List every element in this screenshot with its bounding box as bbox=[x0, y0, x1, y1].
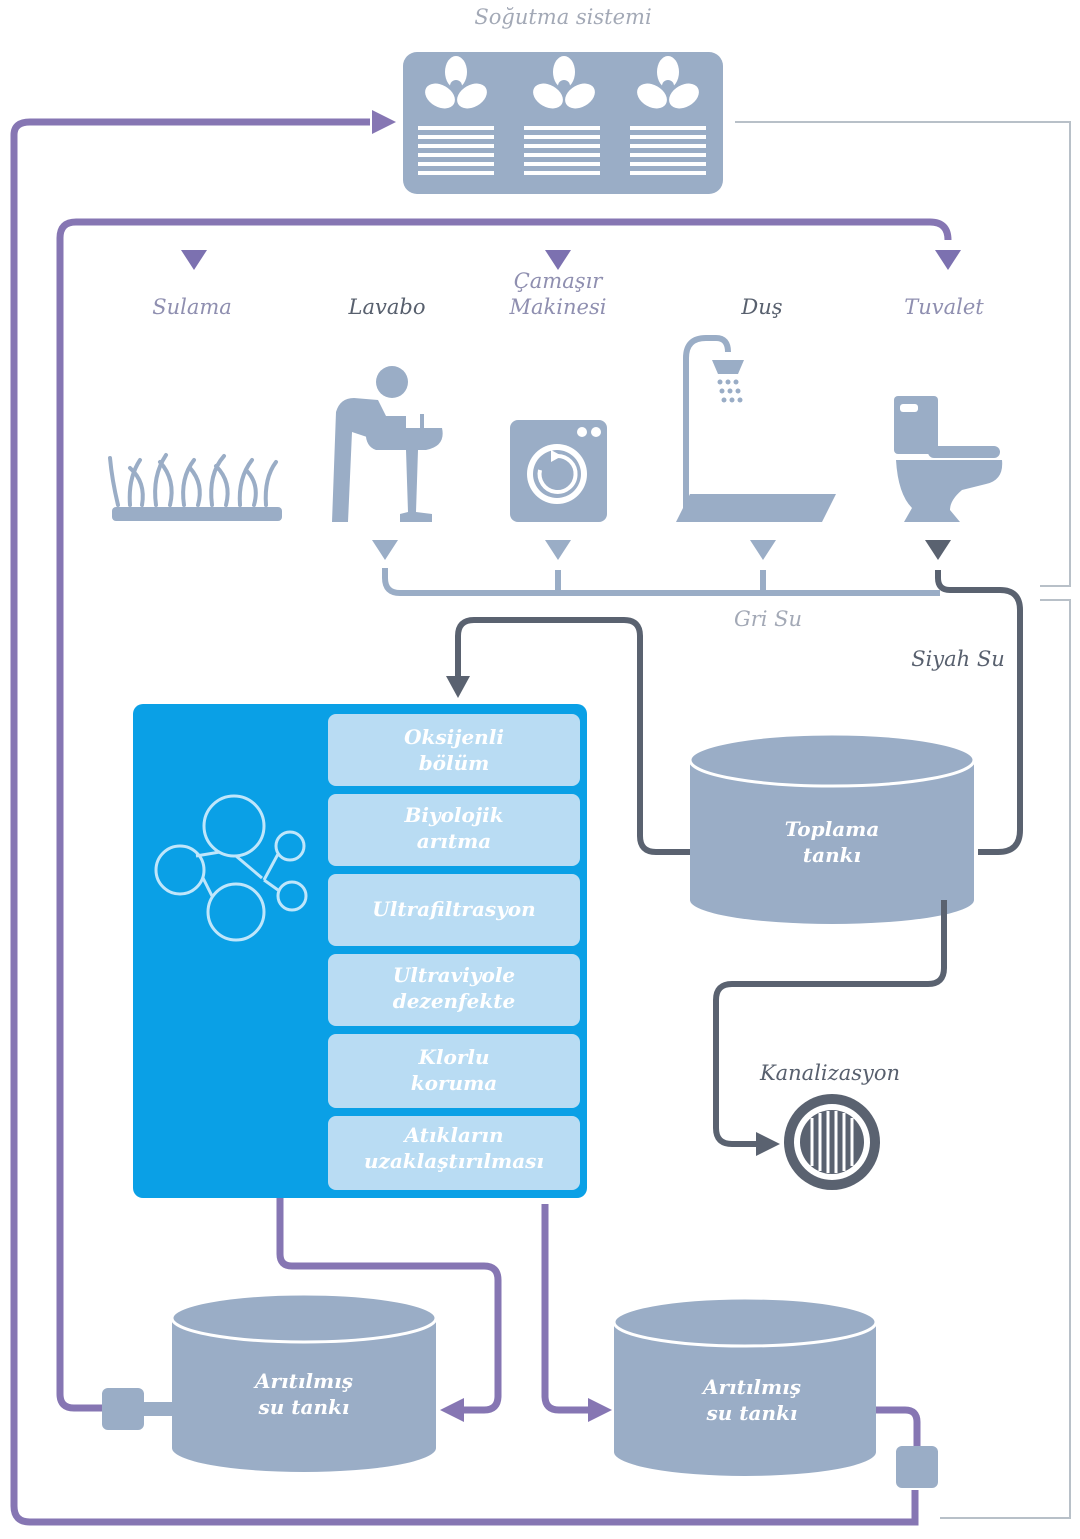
grey-water-pipe bbox=[382, 568, 940, 596]
treated-tank-left: Arıtılmış su tankı bbox=[170, 1292, 438, 1472]
purple-pipe-fixtures bbox=[56, 218, 952, 1412]
treated-right-label-line1: Arıtılmış bbox=[701, 1375, 801, 1399]
toilet-icon bbox=[894, 396, 1003, 522]
treated-tank-right: Arıtılmış su tankı bbox=[612, 1296, 878, 1476]
label-washer-line1: Çamaşır bbox=[514, 269, 605, 293]
treatment-step-uv: Ultraviyole dezenfekte bbox=[328, 954, 580, 1026]
label-sink: Lavabo bbox=[348, 295, 426, 319]
arrow-to-irrigation bbox=[181, 250, 207, 270]
treated-left-label-line2: su tankı bbox=[258, 1395, 350, 1419]
arrow-from-sink bbox=[372, 540, 398, 560]
treatment-step-waste-removal: Atıkların uzaklaştırılması bbox=[328, 1116, 580, 1190]
arrow-into-right-tank bbox=[588, 1398, 612, 1422]
arrow-into-cooling bbox=[372, 110, 396, 134]
treatment-step-biological: Biyolojik arıtma bbox=[328, 794, 580, 866]
step-oxygen-line2: bölüm bbox=[419, 751, 490, 775]
step-biological-line1: Biyolojik bbox=[403, 803, 503, 827]
pipe-to-sewer bbox=[713, 900, 947, 1147]
purple-pipe-right-outlet bbox=[876, 1406, 921, 1446]
purple-pipe-cooling bbox=[10, 118, 919, 1526]
arrow-to-washer bbox=[545, 250, 571, 270]
step-biological-line2: arıtma bbox=[417, 829, 491, 853]
step-uv-line1: Ultraviyole bbox=[393, 963, 515, 987]
label-sewer: Kanalizasyon bbox=[759, 1061, 900, 1085]
shower-icon bbox=[676, 335, 836, 522]
vent-grille-icon bbox=[418, 126, 706, 175]
collection-tank: Toplama tankı bbox=[688, 732, 976, 924]
overflow-line bbox=[735, 121, 1071, 587]
step-oxygen-line1: Oksijenli bbox=[404, 725, 504, 749]
treatment-step-oxygen: Oksijenli bölüm bbox=[328, 714, 580, 786]
treatment-step-chlorine: Klorlu koruma bbox=[328, 1034, 580, 1108]
arrow-from-washer bbox=[545, 540, 571, 560]
label-grey-water: Gri Su bbox=[734, 607, 802, 631]
arrow-into-sewer bbox=[756, 1132, 780, 1156]
purple-pipe-waste bbox=[541, 1204, 590, 1414]
treatment-step-ultrafiltration: Ultrafiltrasyon bbox=[328, 874, 580, 946]
label-irrigation: Sulama bbox=[152, 295, 232, 319]
fan-icon bbox=[425, 56, 699, 109]
pump-icon-right bbox=[896, 1446, 938, 1488]
arrow-from-toilet bbox=[925, 540, 951, 560]
grass-base bbox=[112, 507, 282, 521]
pump-icon-left bbox=[102, 1388, 174, 1430]
pipe-to-treatment bbox=[455, 617, 704, 855]
label-shower: Duş bbox=[740, 295, 782, 319]
treated-left-label-line1: Arıtılmış bbox=[253, 1369, 353, 1393]
arrow-to-toilet bbox=[935, 250, 961, 270]
collection-tank-label-line1: Toplama bbox=[785, 817, 880, 841]
arrow-from-shower bbox=[750, 540, 776, 560]
step-chlorine-line1: Klorlu bbox=[418, 1045, 490, 1069]
treated-right-label-line2: su tankı bbox=[706, 1401, 798, 1425]
collection-tank-label-line2: tankı bbox=[803, 843, 861, 867]
label-toilet: Tuvalet bbox=[904, 295, 984, 319]
step-waste-removal-line1: Atıkların bbox=[402, 1123, 503, 1147]
step-waste-removal-line2: uzaklaştırılması bbox=[364, 1149, 544, 1173]
grass-icon bbox=[108, 453, 278, 507]
black-water-pipe bbox=[935, 570, 1023, 855]
cooling-title: Soğutma sistemi bbox=[474, 5, 651, 29]
sink-icon bbox=[332, 366, 443, 522]
washing-machine-icon bbox=[510, 420, 607, 522]
overflow-line-lower bbox=[940, 599, 1071, 1519]
label-black-water: Siyah Su bbox=[911, 647, 1005, 671]
arrow-into-left-tank bbox=[440, 1398, 464, 1422]
sewer-drain-icon bbox=[784, 1094, 880, 1190]
step-ultrafiltration-line1: Ultrafiltrasyon bbox=[372, 897, 535, 921]
molecule-icon bbox=[154, 794, 308, 942]
arrow-into-treatment bbox=[446, 676, 470, 698]
step-uv-line2: dezenfekte bbox=[393, 989, 515, 1013]
label-washer-line2: Makinesi bbox=[509, 295, 607, 319]
step-chlorine-line2: koruma bbox=[411, 1071, 497, 1095]
